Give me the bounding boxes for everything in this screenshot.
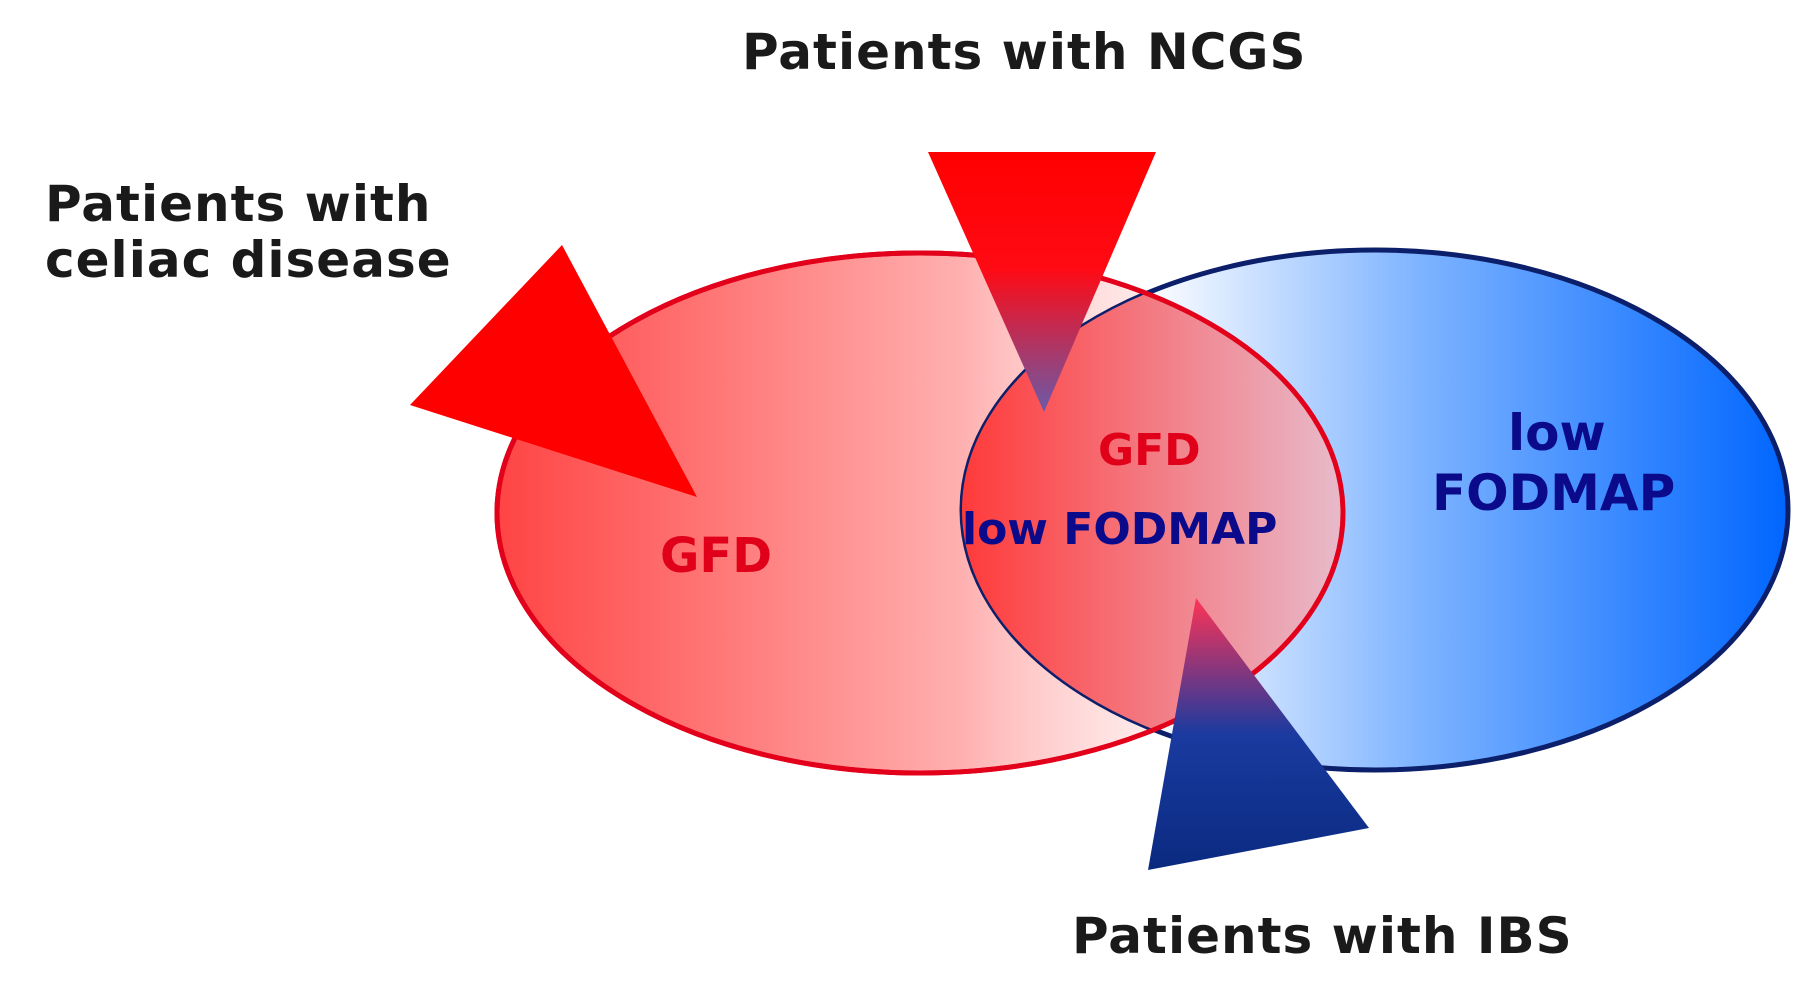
ncgs-arrow — [928, 152, 1156, 412]
zone-overlap-low-fodmap: low FODMAP — [962, 504, 1278, 555]
zone-fodmap: FODMAP — [1432, 464, 1676, 522]
overlap-region — [962, 253, 1343, 770]
gfd-ellipse-outline — [494, 250, 1346, 776]
label-patients-ibs: Patients with IBS — [1072, 907, 1573, 965]
label-celiac-line1: Patients with — [45, 175, 432, 233]
label-celiac-line2: celiac disease — [45, 231, 452, 289]
zone-low: low — [1508, 404, 1606, 462]
celiac-arrow — [410, 245, 697, 497]
label-patients-celiac: Patients with celiac disease — [45, 176, 452, 288]
ibs-arrow — [1148, 598, 1369, 870]
label-patients-ncgs: Patients with NCGS — [742, 23, 1307, 81]
zone-gfd: GFD — [660, 528, 773, 584]
zone-overlap-gfd: GFD — [1098, 425, 1201, 476]
